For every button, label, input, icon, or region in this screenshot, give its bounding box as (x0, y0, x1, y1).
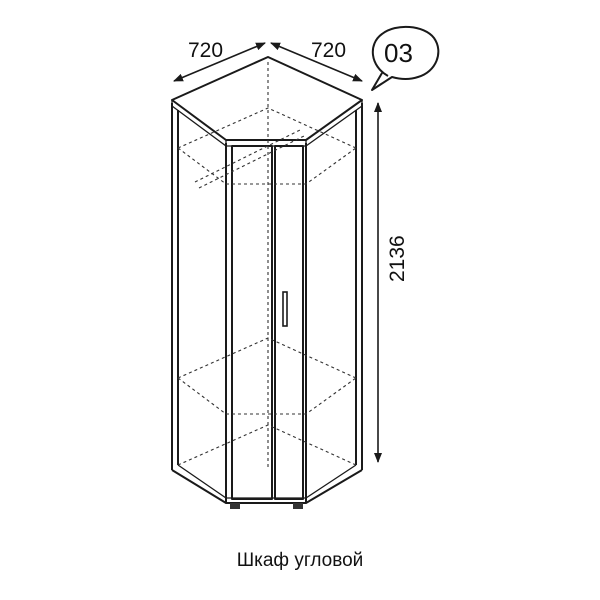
dimension-line-left (173, 42, 266, 82)
dimension-height: 2136 (386, 235, 409, 282)
model-number-badge: 03 (371, 26, 440, 91)
wardrobe-doors (231, 145, 304, 500)
wardrobe-base (171, 464, 363, 509)
product-caption: Шкаф угловой (236, 550, 364, 571)
wardrobe-body (171, 103, 363, 503)
hidden-lines (177, 62, 357, 470)
dimension-width-right: 720 (311, 39, 346, 62)
badge-number: 03 (384, 38, 413, 68)
foot-right (293, 503, 303, 509)
foot-left (230, 503, 240, 509)
dimension-line-right (270, 42, 363, 82)
dimension-width-left: 720 (188, 39, 223, 62)
door-handle (282, 291, 288, 327)
